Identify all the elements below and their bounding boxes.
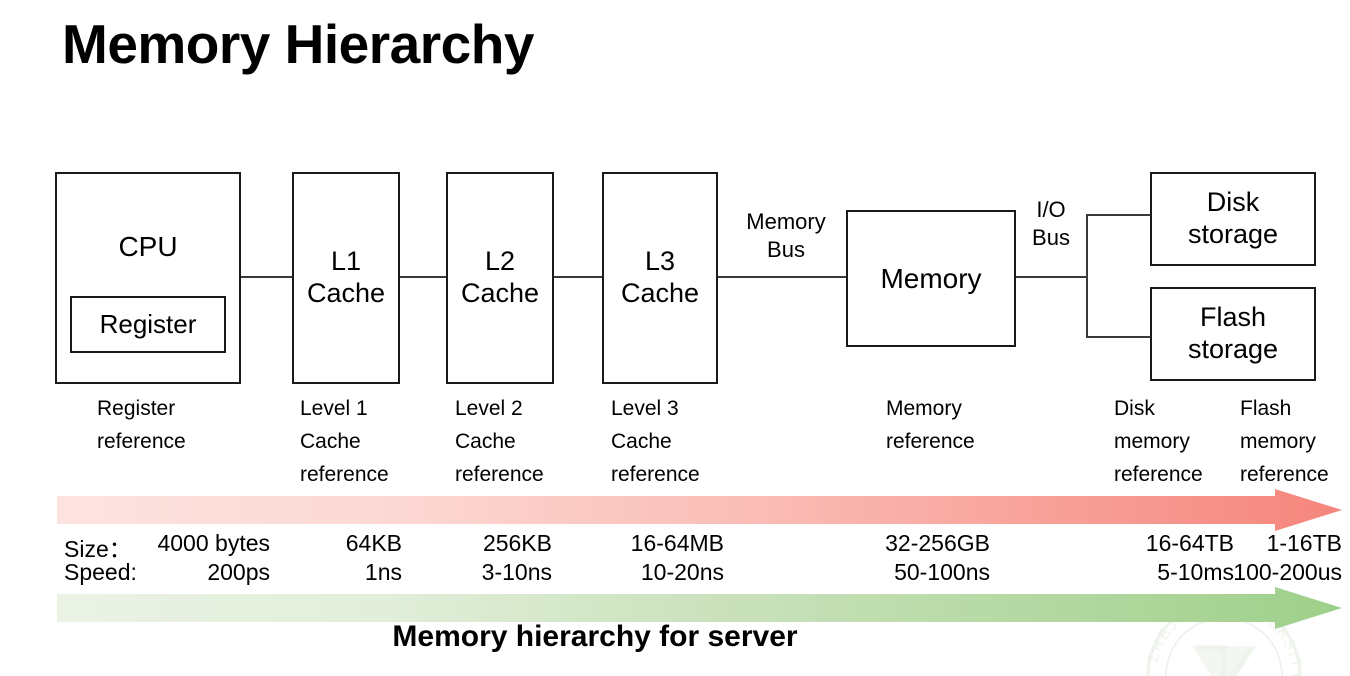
connector-l3-to-memory (716, 276, 848, 278)
l2-reference-line1: Level 2 (455, 397, 523, 420)
flash-reference-line3: reference (1240, 462, 1329, 486)
register-reference-caption: Register reference (97, 393, 267, 459)
l2-reference-line2: Cache (455, 429, 516, 453)
flash-memory-reference-caption: Flash memory reference (1240, 393, 1350, 491)
memory-box: Memory (846, 210, 1016, 347)
l3-reference-line3: reference (611, 462, 700, 486)
l1-reference-line1: Level 1 (300, 397, 368, 420)
size-value-disk: 16-64TB (1145, 530, 1234, 556)
flash-reference-line2: memory (1240, 429, 1316, 453)
io-bus-label-line2: Bus (1032, 225, 1070, 251)
flash-storage-box: Flash storage (1150, 287, 1316, 381)
l1-cache-label-line1: L1 (330, 246, 362, 277)
l3-cache-label-line1: L3 (644, 246, 676, 277)
l2-cache-reference-caption: Level 2 Cache reference (455, 393, 585, 491)
size-row-label: Size： (64, 536, 132, 562)
memory-reference-caption: Memory reference (886, 393, 1056, 459)
memory-bus-label-line1: Memory (746, 209, 826, 234)
cost-gradient-arrow-red (57, 489, 1342, 531)
size-value-memory: 32-256GB (885, 530, 990, 556)
flash-storage-label-line2: storage (1187, 334, 1279, 364)
speed-value-disk: 5-10ms (1157, 559, 1234, 585)
size-value-l1: 64KB (345, 530, 402, 556)
register-reference-line1: Register (97, 397, 176, 420)
speed-row: Speed: 200ps 1ns 3-10ns 10-20ns 50-100ns… (0, 559, 1350, 587)
speed-value-l1: 1ns (364, 559, 402, 585)
l1-cache-reference-caption: Level 1 Cache reference (300, 393, 430, 491)
connector-io-fork-vertical (1086, 214, 1088, 338)
disk-storage-label-line1: Disk (1206, 187, 1260, 218)
connector-l1-to-l2 (398, 276, 448, 278)
flash-storage-label-line1: Flash (1199, 302, 1267, 333)
size-value-l3: 16-64MB (630, 530, 724, 556)
register-box: Register (70, 296, 226, 353)
disk-memory-reference-caption: Disk memory reference (1114, 393, 1239, 491)
l3-reference-line2: Cache (611, 429, 672, 453)
l1-reference-line2: Cache (300, 429, 361, 453)
size-value-register: 4000 bytes (157, 530, 270, 556)
memory-label: Memory (880, 262, 982, 294)
l3-cache-box: L3 Cache (602, 172, 718, 384)
bottom-caption: Memory hierarchy for server (392, 620, 798, 653)
register-label: Register (99, 309, 197, 340)
io-bus-label-line1: I/O (1036, 197, 1066, 222)
size-row: Size： 4000 bytes 64KB 256KB 16-64MB 32-2… (0, 530, 1350, 562)
l3-cache-reference-caption: Level 3 Cache reference (611, 393, 741, 491)
capacity-gradient-arrow-green (57, 587, 1342, 629)
flash-reference-line1: Flash (1240, 397, 1292, 420)
l1-cache-box: L1 Cache (292, 172, 400, 384)
io-bus-label: I/O Bus (1020, 196, 1082, 253)
connector-cpu-to-l1 (239, 276, 294, 278)
memory-reference-line1: Memory (886, 397, 962, 420)
l1-cache-label-line2: Cache (306, 278, 386, 308)
connector-io-fork-to-flash (1086, 336, 1152, 338)
disk-reference-line2: memory (1114, 429, 1190, 453)
l2-cache-label-line1: L2 (484, 246, 516, 277)
l2-cache-box: L2 Cache (446, 172, 554, 384)
connector-io-fork-to-disk (1086, 214, 1152, 216)
l3-reference-line1: Level 3 (611, 397, 679, 420)
connector-memory-to-io-bus (1014, 276, 1086, 278)
speed-value-register: 200ps (207, 559, 270, 585)
speed-value-l2: 3-10ns (481, 559, 552, 585)
l1-reference-line3: reference (300, 462, 389, 486)
register-reference-line2: reference (97, 429, 186, 453)
speed-value-l3: 10-20ns (640, 559, 724, 585)
memory-bus-label-line2: Bus (767, 237, 805, 263)
memory-bus-label: Memory Bus (730, 208, 842, 265)
disk-reference-line1: Disk (1114, 397, 1155, 420)
disk-storage-box: Disk storage (1150, 172, 1316, 266)
memory-reference-line2: reference (886, 429, 975, 453)
speed-value-flash: 100-200us (1233, 559, 1342, 585)
speed-value-memory: 50-100ns (894, 559, 990, 585)
size-value-flash: 1-16TB (1266, 530, 1342, 556)
page-title: Memory Hierarchy (62, 13, 534, 75)
l3-cache-label-line2: Cache (620, 278, 700, 308)
l2-reference-line3: reference (455, 462, 544, 486)
speed-row-label: Speed: (64, 559, 137, 585)
size-value-l2: 256KB (482, 530, 552, 556)
disk-storage-label-line2: storage (1187, 219, 1279, 249)
disk-reference-line3: reference (1114, 462, 1203, 486)
connector-l2-to-l3 (552, 276, 604, 278)
l2-cache-label-line2: Cache (460, 278, 540, 308)
cpu-label: CPU (118, 231, 178, 262)
